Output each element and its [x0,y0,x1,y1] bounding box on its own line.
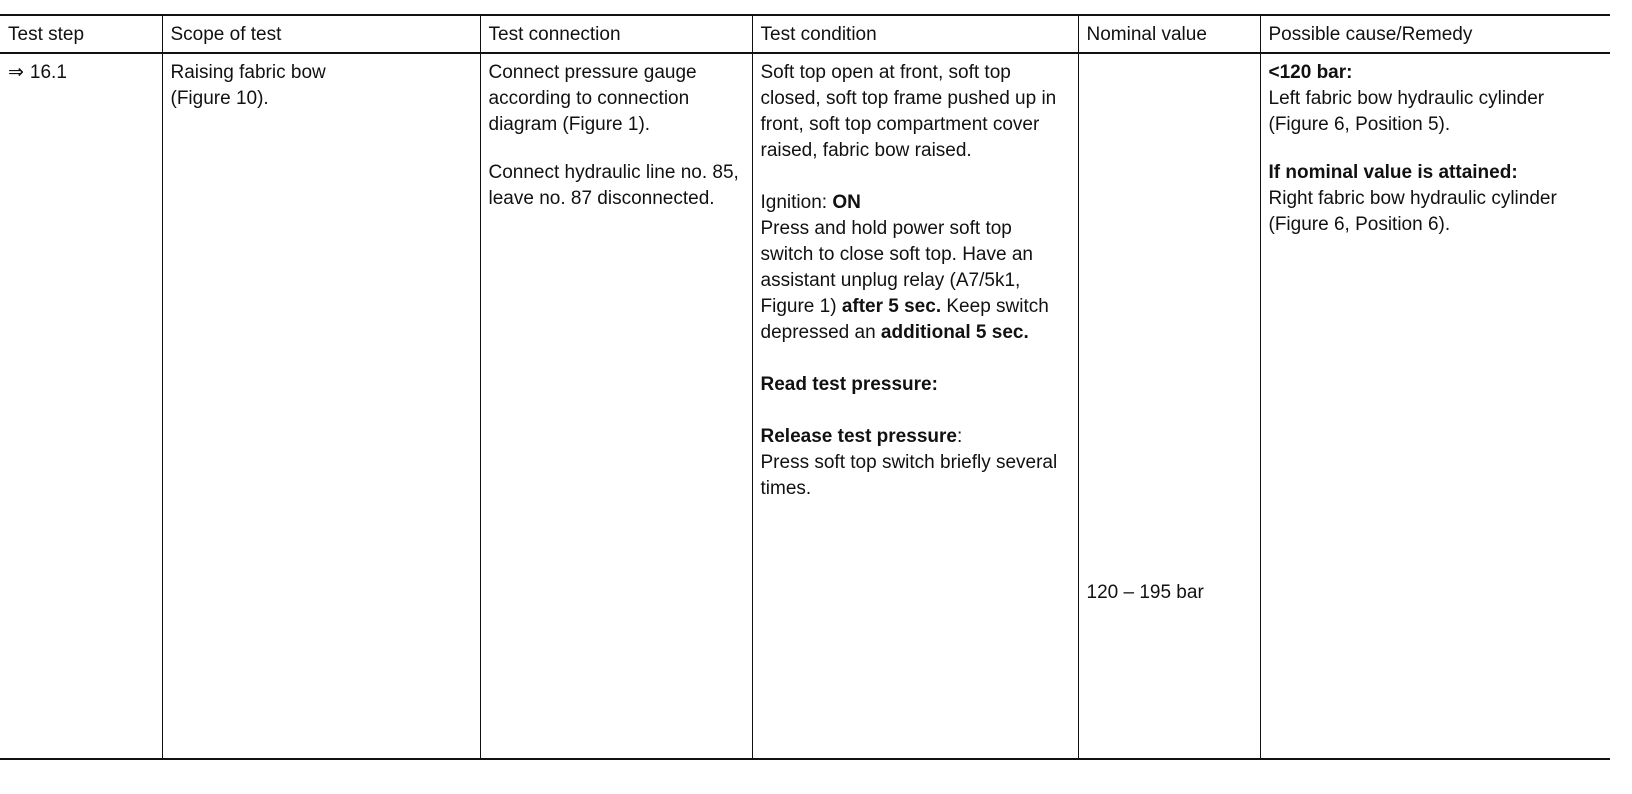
header-test-step: Test step [8,24,85,45]
cause-condition-1: <120 bar: [1268,62,1353,83]
ignition-value: ON [832,192,861,213]
table-row: ⇒16.1 Raising fabric bow (Figure 10). Co… [0,53,1610,759]
read-test-pressure: Read test pressure: [760,374,938,395]
cell-test-step: ⇒16.1 [0,53,162,759]
connection-instruction-2: Connect hydraulic line no. 85, leave no.… [488,162,739,209]
scope-line-2: (Figure 10). [170,88,269,109]
cell-nominal-value: 120 – 195 bar [1077,53,1260,759]
table-header-row: Test step Scope of test Test connection … [0,15,1610,53]
header-test-condition: Test condition [751,15,1078,53]
cause-remedy-2: Right fabric bow hydraulic cylinder (Fig… [1268,188,1557,235]
header-possible-cause-remedy: Possible cause/Remedy [1259,15,1610,53]
release-instruction: Press soft top switch briefly several ti… [760,452,1058,499]
cause-remedy-1: Left fabric bow hydraulic cylinder (Figu… [1268,88,1545,135]
cause-condition-2: If nominal value is attained: [1268,162,1518,183]
header-test-connection: Test connection [479,15,752,53]
ignition-line: Ignition: ON [761,190,1070,216]
header-scope-of-test: Scope of test [161,15,480,53]
cell-scope-of-test: Raising fabric bow (Figure 10). [161,53,480,759]
test-step-number: 16.1 [29,62,67,83]
release-test-pressure-label: Release test pressure: [760,426,963,447]
connection-instruction-1: Connect pressure gauge according to conn… [488,62,697,135]
scope-line-1: Raising fabric bow [170,62,326,83]
header-nominal-value: Nominal value [1077,15,1260,53]
test-procedure-table: Test step Scope of test Test connection … [0,14,1610,760]
ignition-label: Ignition: [760,192,833,213]
cell-test-condition: Soft top open at front, soft top closed,… [751,53,1078,759]
condition-setup: Soft top open at front, soft top closed,… [760,62,1057,161]
press-instruction: Press and hold power soft top switch to … [760,218,1049,343]
right-arrow-icon: ⇒ [8,62,24,83]
cell-possible-cause-remedy: <120 bar: Left fabric bow hydraulic cyli… [1259,53,1610,759]
nominal-value-text: 120 – 195 bar [1086,582,1204,603]
cell-test-connection: Connect pressure gauge according to conn… [479,53,752,759]
